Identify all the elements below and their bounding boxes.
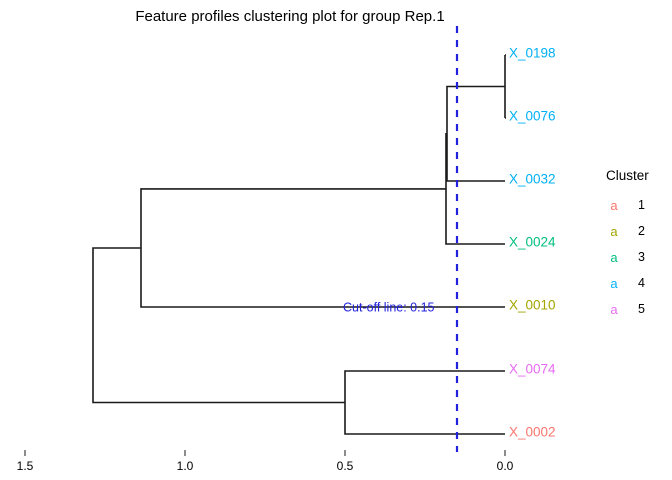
legend-key-icon-1: a — [610, 197, 618, 213]
cutoff-label: Cut-off line: 0.15 — [343, 300, 435, 314]
leaf-label-x0002: X_0002 — [509, 425, 556, 440]
branch-m2 — [446, 85, 505, 182]
leaf-label-x0010: X_0010 — [509, 298, 556, 313]
tick-label-0-0: 0.0 — [497, 459, 514, 473]
leaf-label-x0024: X_0024 — [509, 235, 556, 250]
legend-label-1: 1 — [638, 198, 645, 212]
branch-m3 — [445, 133, 505, 245]
leaf-label-x0198: X_0198 — [509, 46, 556, 61]
tick-label-0-5: 0.5 — [337, 459, 354, 473]
leaf-label-x0076: X_0076 — [509, 109, 556, 124]
dendrogram-branches — [92, 54, 506, 435]
legend-item-5[interactable]: a 5 — [604, 296, 672, 322]
leaf-label-x0032: X_0032 — [509, 172, 556, 187]
legend-key-icon-4: a — [610, 275, 618, 291]
legend-item-4[interactable]: a 4 — [604, 270, 672, 296]
x-axis-ticks — [24, 450, 506, 456]
legend-item-3[interactable]: a 3 — [604, 244, 672, 270]
legend-item-2[interactable]: a 2 — [604, 218, 672, 244]
legend-label-5: 5 — [638, 302, 645, 316]
tick-label-1-5: 1.5 — [17, 459, 34, 473]
page-title: Feature profiles clustering plot for gro… — [135, 8, 445, 25]
branch-m5 — [140, 188, 505, 308]
branch-m4 — [344, 370, 505, 435]
legend-key-icon-5: a — [610, 301, 618, 317]
leaf-label-x0074: X_0074 — [509, 362, 556, 377]
legend-key-icon-2: a — [610, 223, 618, 239]
legend-label-3: 3 — [638, 250, 645, 264]
legend-title: Cluster — [606, 168, 649, 183]
legend-key-icon-3: a — [610, 249, 618, 265]
legend-label-4: 4 — [638, 276, 645, 290]
tick-label-1-0: 1.0 — [177, 459, 194, 473]
legend-label-2: 2 — [638, 224, 645, 238]
legend: Cluster a 1 a 2 a 3 a 4 a 5 — [604, 168, 672, 322]
branch-m6-root — [92, 247, 345, 404]
legend-item-1[interactable]: a 1 — [604, 192, 672, 218]
